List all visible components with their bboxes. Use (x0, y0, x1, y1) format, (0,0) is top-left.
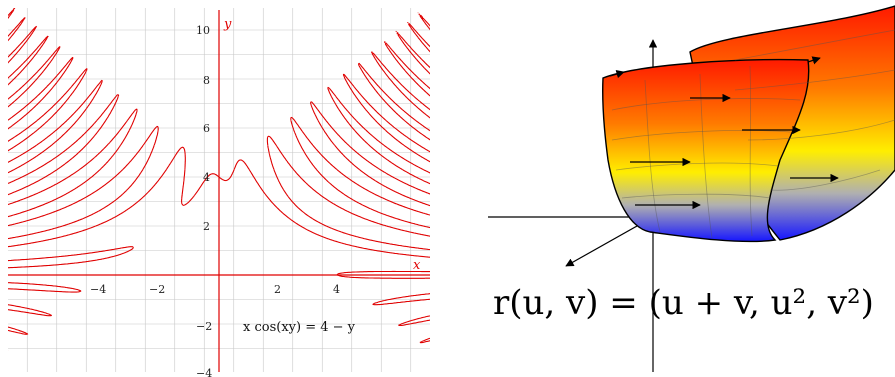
y-tick-label: 8 (203, 74, 210, 87)
x-tick-label: 2 (274, 283, 281, 296)
plot-grid (8, 8, 430, 372)
surface-equation: r(u, v) = (u + v, u², v²) (493, 283, 874, 323)
x-axis-label: x (413, 258, 421, 273)
mesh-line (734, 29, 895, 61)
y-tick-label: 2 (203, 220, 210, 233)
mesh-line (611, 130, 791, 141)
y-tick-label: −2 (196, 320, 212, 333)
surface-mesh (611, 29, 895, 239)
mesh-line (769, 169, 881, 191)
y-tick-label: 6 (203, 122, 210, 135)
curve-family (8, 8, 430, 351)
mesh-line (644, 79, 661, 233)
mesh-line (747, 119, 895, 141)
tangent-arrows (609, 56, 839, 210)
x-tick-label: 4 (333, 283, 340, 296)
implicit-curve (8, 8, 430, 351)
y-tick-label: 4 (203, 171, 210, 184)
mesh-line (699, 73, 713, 239)
mesh-line (615, 162, 779, 171)
surface-front-sheet (602, 58, 810, 243)
parametric-surface-figure: r(u, v) = (u + v, u², v²) (488, 5, 895, 372)
mesh-line (611, 98, 801, 111)
mesh-line (749, 65, 753, 237)
y-tick-label: 10 (196, 24, 210, 37)
plot-equation: x cos(xy) = 4 − y (243, 320, 356, 335)
y-axis-label: y (223, 17, 232, 32)
mesh-line (621, 193, 771, 199)
x-tick-label: −4 (90, 283, 106, 296)
x-tick-label: −2 (149, 283, 165, 296)
implicit-plot: y x −4 −2 2 4 10 8 6 4 2 −2 −4 x cos(xy)… (8, 8, 430, 377)
y-tick-label: −4 (196, 367, 212, 377)
mesh-line (734, 69, 895, 91)
